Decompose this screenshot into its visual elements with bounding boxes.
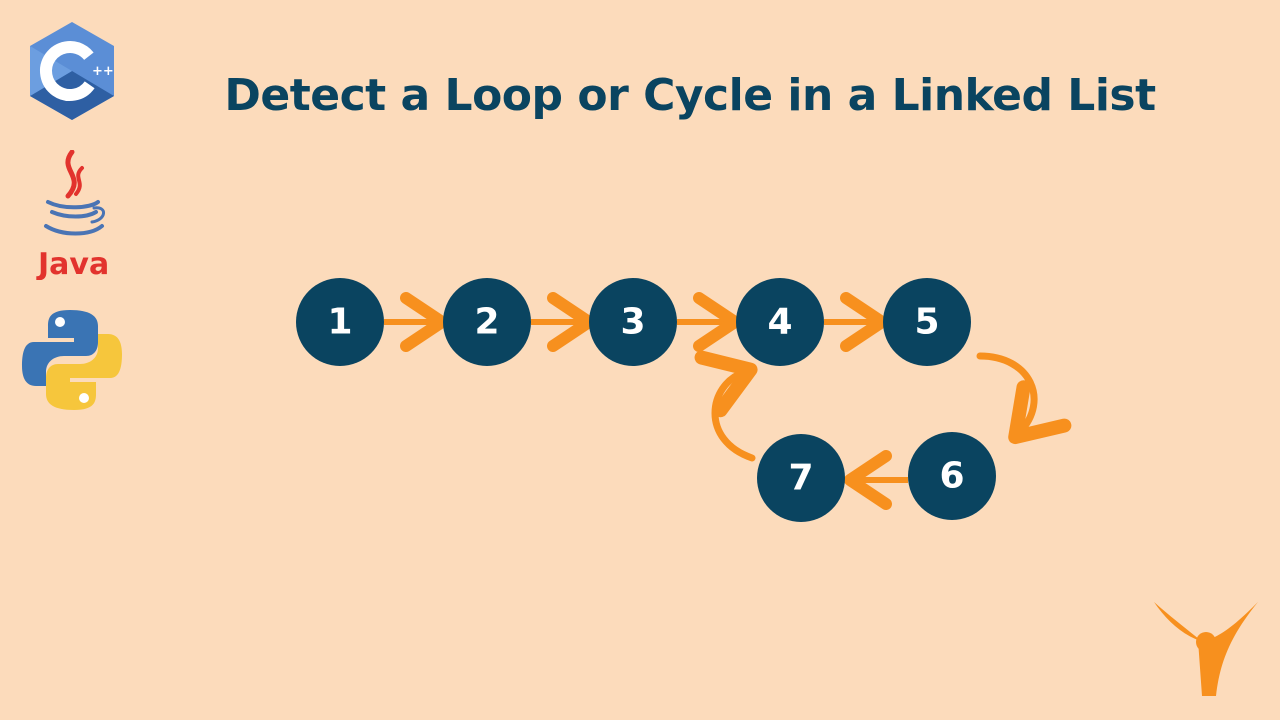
java-logo-text: Java: [36, 247, 109, 280]
node-4: 4: [736, 278, 824, 366]
node-1: 1: [296, 278, 384, 366]
java-logo-icon: Java: [34, 150, 114, 280]
brand-logo-icon: [1152, 600, 1262, 700]
node-3: 3: [589, 278, 677, 366]
python-logo-icon: [20, 308, 124, 412]
node-5: 5: [883, 278, 971, 366]
page-title: Detect a Loop or Cycle in a Linked List: [224, 70, 1156, 121]
node-5-label: 5: [914, 302, 939, 343]
node-7-label: 7: [788, 458, 813, 499]
node-6-label: 6: [939, 456, 964, 497]
cpp-logo-icon: ++: [26, 20, 118, 124]
node-7: 7: [757, 434, 845, 522]
svg-text:++: ++: [92, 64, 114, 79]
node-4-label: 4: [767, 302, 792, 343]
node-3-label: 3: [620, 302, 645, 343]
arrow-5-6: [976, 352, 1072, 445]
node-6: 6: [908, 432, 996, 520]
node-2-label: 2: [474, 302, 499, 343]
node-2: 2: [443, 278, 531, 366]
node-1-label: 1: [327, 302, 352, 343]
arrow-7-4: [694, 350, 758, 462]
